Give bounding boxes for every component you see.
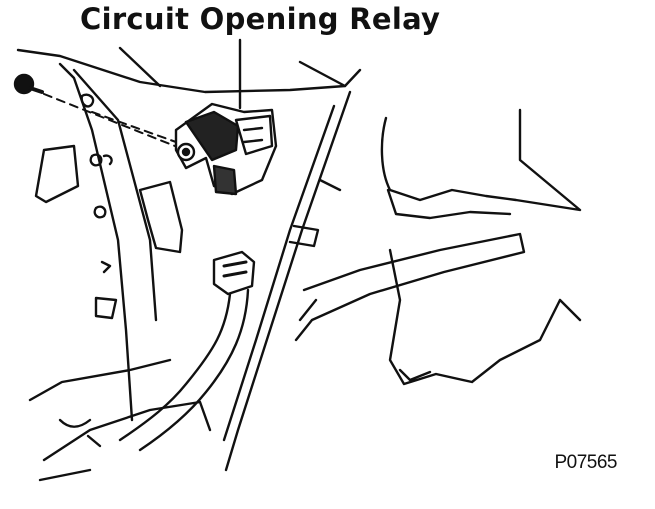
figure-code: P07565 <box>554 452 617 473</box>
right-inner-panel <box>390 250 580 384</box>
body-panel-top <box>18 50 345 92</box>
bolt-icon <box>15 75 42 93</box>
lower-left-hatch <box>60 420 100 446</box>
center-frame-notches <box>290 180 340 246</box>
body-panel-upper <box>120 48 360 86</box>
strut-tower <box>382 110 580 218</box>
relay-leader-dashed <box>92 112 176 142</box>
cross-brace <box>296 234 524 340</box>
lower-frame <box>30 360 210 480</box>
circuit-opening-relay <box>176 104 276 194</box>
harness-connector <box>214 252 254 294</box>
center-frame <box>224 92 350 470</box>
relay-callout-label: Circuit Opening Relay <box>80 2 441 36</box>
left-clip <box>140 182 182 252</box>
left-pillar <box>60 64 156 420</box>
bolt-leader-dashed <box>44 94 190 152</box>
wire-harness <box>120 290 248 450</box>
left-block <box>36 146 78 202</box>
pillar-holes <box>82 95 116 318</box>
